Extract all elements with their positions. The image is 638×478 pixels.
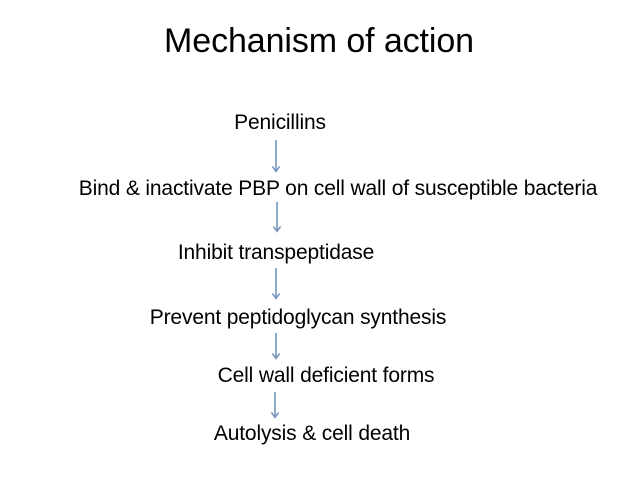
flow-step: Autolysis & cell death bbox=[213, 422, 411, 445]
down-arrow-icon bbox=[272, 202, 282, 233]
down-arrow-icon bbox=[271, 268, 281, 300]
down-arrow-icon bbox=[271, 333, 281, 360]
down-arrow-icon bbox=[270, 392, 280, 419]
flow-step: Inhibit transpeptidase bbox=[177, 241, 375, 264]
flow-step: Cell wall deficient forms bbox=[217, 364, 435, 387]
flow-step: Penicillins bbox=[234, 111, 326, 134]
flow-step: Prevent peptidoglycan synthesis bbox=[149, 306, 447, 329]
flow-step: Bind & inactivate PBP on cell wall of su… bbox=[78, 177, 598, 200]
page-title: Mechanism of action bbox=[164, 22, 474, 60]
down-arrow-icon bbox=[271, 140, 281, 173]
